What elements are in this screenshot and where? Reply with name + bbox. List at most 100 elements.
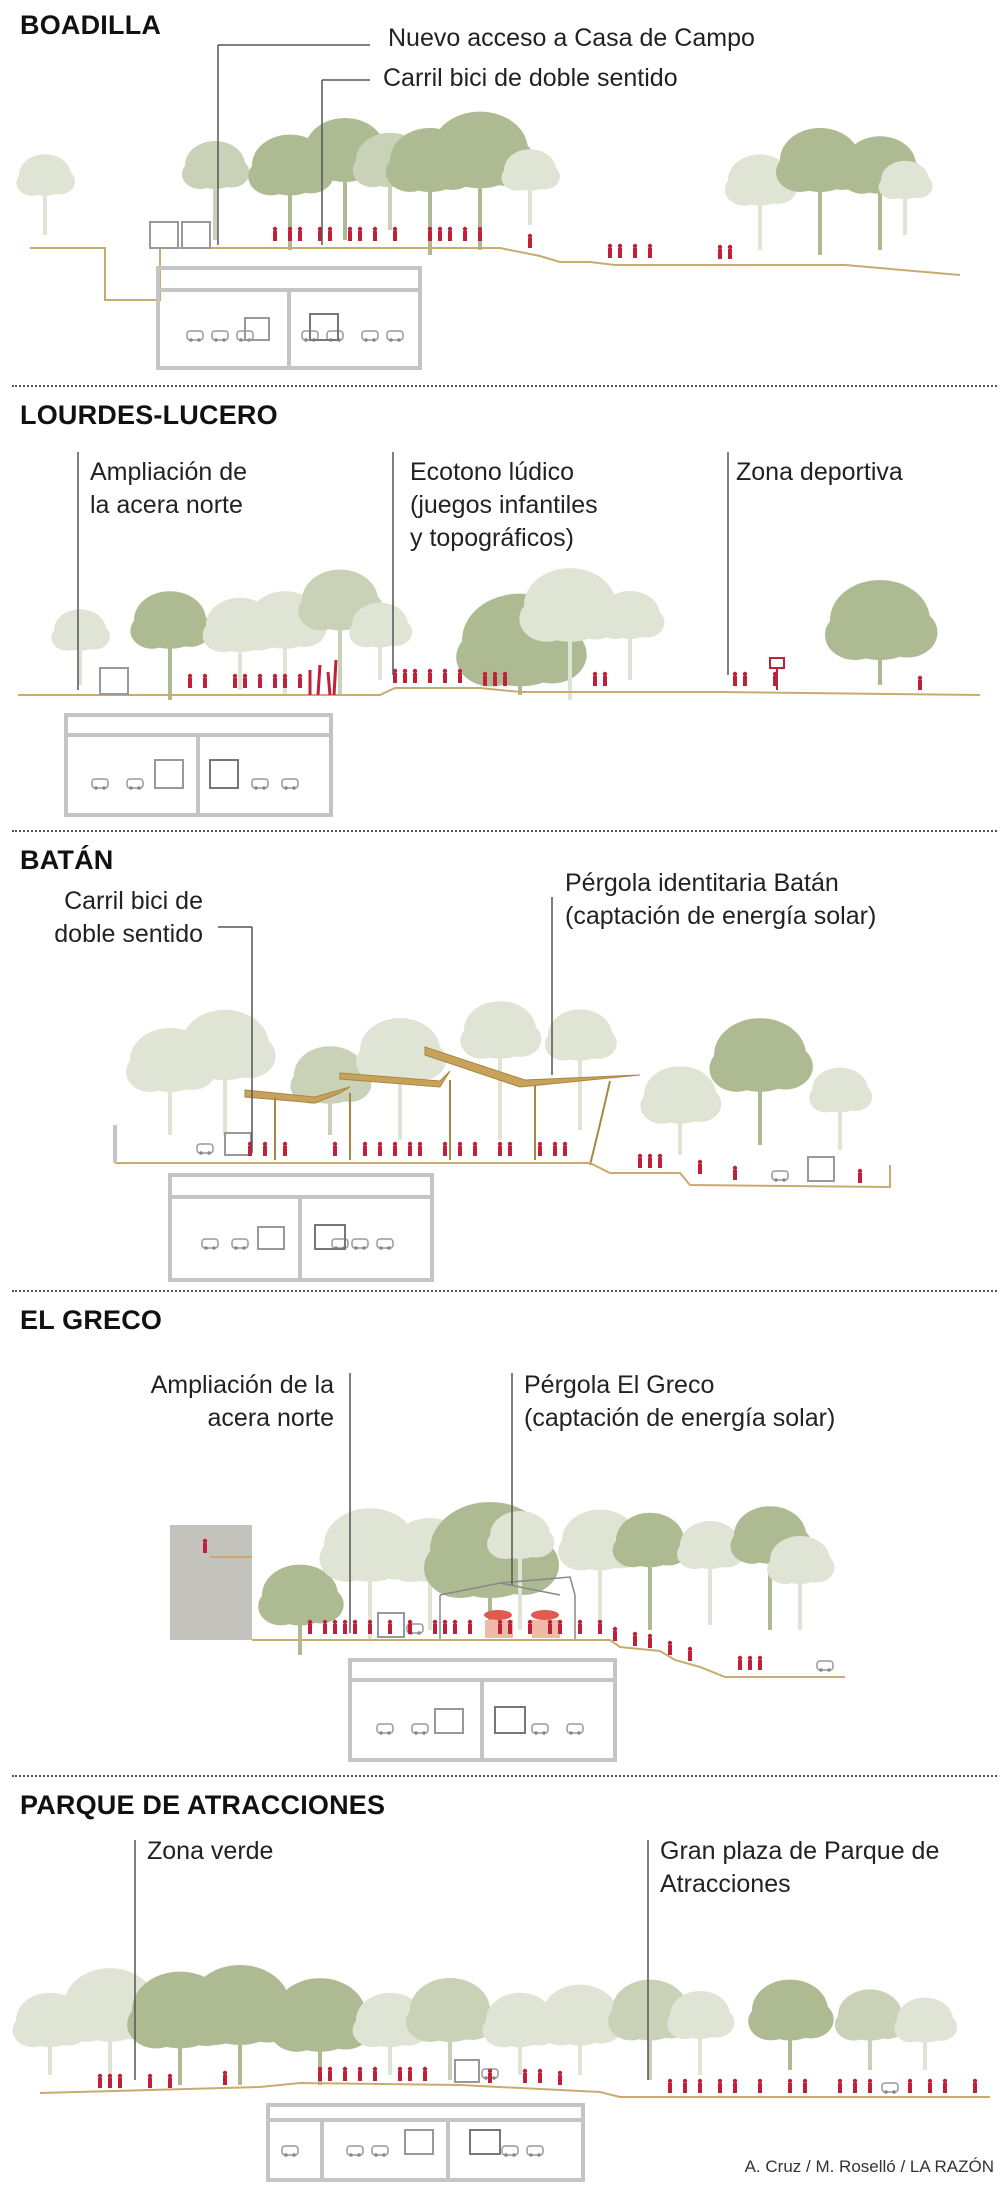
section-title: EL GRECO: [20, 1305, 163, 1335]
bus-icon: [404, 2129, 434, 2155]
tree-group: [258, 1502, 835, 1655]
pedestrian-icon: [287, 226, 293, 241]
pedestrian-icon: [487, 2068, 493, 2083]
pedestrian-icon: [422, 2066, 428, 2081]
car-group: [91, 778, 299, 790]
pedestrian-icon: [837, 2078, 843, 2093]
callout-label: Ampliación de la acera norte: [150, 1371, 334, 1432]
pedestrian-icon: [757, 2078, 763, 2093]
cross-section-illustration: [18, 452, 981, 817]
pedestrian-icon: [342, 1619, 348, 1634]
tree-icon: [597, 591, 665, 680]
pedestrian-icon: [377, 1141, 383, 1156]
ground-line: [39, 2081, 990, 2098]
pedestrian-icon: [222, 2070, 228, 2085]
tree-icon: [460, 1001, 542, 1140]
pedestrian-icon: [442, 668, 448, 683]
pedestrian-icon: [727, 244, 733, 259]
pedestrian-icon: [282, 1141, 288, 1156]
pedestrian-icon: [317, 226, 323, 241]
car-icon: [526, 2145, 544, 2157]
building-block: [170, 1525, 252, 1640]
section-title: BATÁN: [20, 845, 114, 875]
car-icon: [201, 1238, 219, 1250]
pedestrian-icon: [527, 233, 533, 248]
tree-icon: [182, 141, 250, 240]
pedestrian-icon: [507, 1619, 513, 1634]
callout-label: Zona deportiva: [736, 458, 903, 486]
pedestrian-icon: [297, 673, 303, 688]
pedestrian-icon: [332, 1141, 338, 1156]
bus-icon: [209, 759, 239, 789]
car-icon: [231, 1238, 249, 1250]
pedestrian-icon: [497, 1141, 503, 1156]
callout-label: Ecotono lúdico (juegos infantiles y topo…: [410, 458, 598, 552]
pedestrian-icon: [747, 1655, 753, 1670]
pedestrian-icon: [732, 671, 738, 686]
car-group: [196, 1143, 789, 1182]
cross-section-illustration: [170, 1373, 845, 1762]
pedestrian-icon: [637, 1153, 643, 1168]
pedestrian-icon: [247, 1141, 253, 1156]
bus-icon: [244, 317, 270, 341]
pedestrian-icon: [307, 1619, 313, 1634]
car-icon: [816, 1660, 834, 1672]
pedestrian-icon: [537, 1141, 543, 1156]
pedestrian-icon: [802, 2078, 808, 2093]
pedestrian-icon: [332, 1619, 338, 1634]
callout-label: Carril bici de doble sentido: [383, 64, 678, 92]
bus-icon: [454, 2059, 480, 2083]
tree-icon: [269, 1978, 373, 2085]
pedestrian-icon: [617, 243, 623, 258]
pedestrian-icon: [407, 1141, 413, 1156]
pedestrian-icon: [647, 1153, 653, 1168]
car-icon: [186, 330, 204, 342]
pedestrian-icon: [457, 1141, 463, 1156]
pedestrian-icon: [402, 668, 408, 683]
pedestrian-icon: [477, 226, 483, 241]
pedestrian-icon: [732, 1165, 738, 1180]
pedestrian-icon: [647, 1633, 653, 1648]
tree-group: [126, 1001, 873, 1155]
car-icon: [346, 2145, 364, 2157]
pedestrian-icon: [557, 2070, 563, 2085]
tunnel-structure: [266, 2103, 585, 2182]
pedestrian-icon: [697, 1159, 703, 1174]
tree-icon: [834, 1989, 907, 2070]
pedestrian-icon: [857, 1168, 863, 1183]
ecotone-poles: [308, 659, 338, 696]
tree-icon: [809, 1067, 873, 1150]
tree-icon: [724, 154, 797, 250]
tree-icon: [677, 1521, 745, 1625]
bus-icon: [154, 759, 184, 789]
pedestrian-icon: [447, 226, 453, 241]
pedestrian-icon: [232, 673, 238, 688]
pedestrian-icon: [392, 1141, 398, 1156]
tree-icon: [349, 602, 413, 680]
pedestrian-icon: [427, 226, 433, 241]
pedestrian-icon: [732, 2078, 738, 2093]
tree-group: [16, 111, 933, 255]
umbrella-group: [484, 1610, 560, 1638]
tree-icon: [709, 1018, 813, 1145]
pedestrian-icon: [972, 2078, 978, 2093]
pedestrian-icon: [97, 2073, 103, 2088]
pedestrian-group: [187, 668, 923, 690]
pedestrian-icon: [432, 1619, 438, 1634]
section-boadilla: BOADILLA Nuevo acceso a Casa de Campo Ca…: [0, 0, 1008, 385]
callout-label: Carril bici de doble sentido: [54, 887, 203, 948]
pedestrian-icon: [867, 2078, 873, 2093]
pedestrian-icon: [442, 1619, 448, 1634]
pedestrian-icon: [372, 226, 378, 241]
car-icon: [531, 1723, 549, 1735]
section-el-greco: EL GRECO Ampliación de la ace: [0, 1295, 1008, 1770]
pedestrian-group: [272, 226, 733, 259]
pedestrian-icon: [632, 243, 638, 258]
bus-icon: [494, 1706, 526, 1734]
tree-icon: [878, 160, 933, 235]
tree-icon: [487, 1511, 555, 1630]
cross-section-illustration: [12, 1840, 990, 2182]
car-icon: [501, 2145, 519, 2157]
bus-icon: [99, 667, 129, 695]
pedestrian-icon: [107, 2073, 113, 2088]
